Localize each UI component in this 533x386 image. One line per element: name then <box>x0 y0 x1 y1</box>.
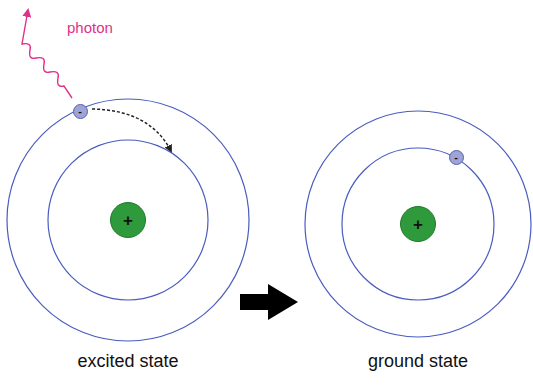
charge-sign: + <box>413 216 423 233</box>
nucleus: + <box>110 202 146 238</box>
inner-orbit <box>342 148 494 300</box>
photon-label: photon <box>67 20 113 37</box>
state-label: ground state <box>368 352 468 372</box>
outer-orbit <box>305 111 531 337</box>
charge-sign: + <box>123 212 133 229</box>
transition-arrow-big <box>240 284 298 320</box>
charge-sign: - <box>454 152 458 163</box>
charge-sign: - <box>78 106 82 117</box>
photon-wave <box>22 10 72 98</box>
electron: - <box>73 104 88 119</box>
state-label: excited state <box>77 352 178 372</box>
inner-orbit <box>48 140 208 300</box>
outer-orbit <box>7 99 249 341</box>
electron: - <box>449 150 464 165</box>
nucleus: + <box>400 206 436 242</box>
transition-arrow <box>92 109 171 151</box>
